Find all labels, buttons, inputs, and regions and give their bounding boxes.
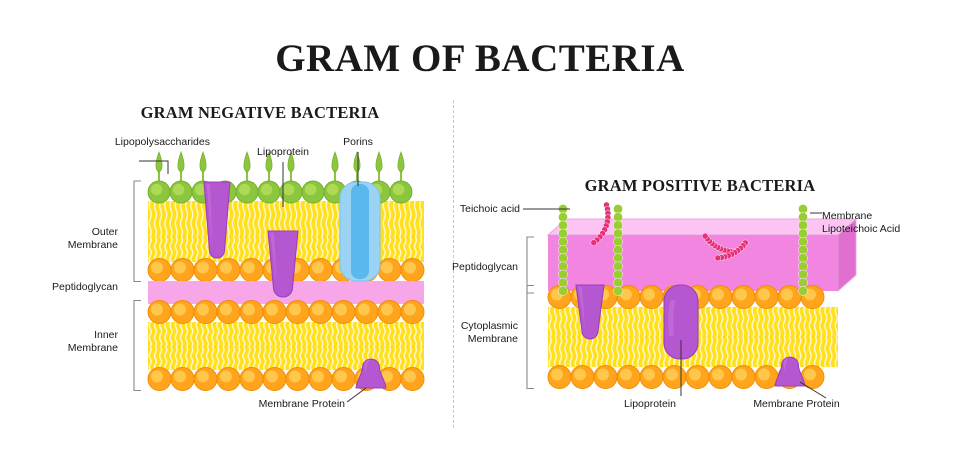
label-lipoprotein-neg: Lipoprotein xyxy=(257,146,309,158)
teichoic-acid-chain-0 xyxy=(590,201,612,246)
label-membrane-protein-neg: Membrane Protein xyxy=(258,398,345,410)
bracket-peptidoglycan-pos xyxy=(526,236,534,294)
bracket-inner-membrane xyxy=(133,299,141,392)
label-membrane-protein-pos: Membrane Protein xyxy=(753,398,840,410)
lps-spike-9 xyxy=(397,150,405,182)
label-outer-membrane: Outer Membrane xyxy=(67,226,118,251)
label-membrane-lipoteichoic-acid: Membrane Lipoteichoic Acid xyxy=(822,210,901,235)
porins xyxy=(339,181,381,282)
lipoprotein-highlight xyxy=(668,300,676,336)
inner-membrane-tails-upper xyxy=(148,321,424,348)
label-inner-membrane: Inner Membrane xyxy=(67,329,118,354)
bracket-outer-membrane xyxy=(133,180,141,283)
lps-spike-2 xyxy=(199,150,207,182)
lipoteichoic-acid-chain-2 xyxy=(798,204,808,296)
lps-spike-3 xyxy=(243,150,251,182)
gram-negative-title: GRAM NEGATIVE BACTERIA xyxy=(140,103,380,122)
lps-spike-5 xyxy=(287,150,295,182)
bracket-cytoplasmic-membrane xyxy=(526,284,534,390)
label-lipopolysaccharides: Lipopolysaccharides xyxy=(114,136,210,148)
lps-spike-6 xyxy=(331,150,339,182)
lps-spike-7 xyxy=(353,150,361,182)
inner-membrane-tails-lower xyxy=(148,346,424,371)
leader-lipopolysaccharides xyxy=(139,160,169,174)
leader-membrane-protein-neg xyxy=(346,387,367,403)
inner-membrane-head-row-top xyxy=(147,300,425,324)
label-porins: Porins xyxy=(343,136,373,148)
peptidoglycan-top-face xyxy=(546,218,858,236)
lipoteichoic-acid-chain-0 xyxy=(558,204,568,296)
page-title: GRAM OF BACTERIA xyxy=(275,37,685,80)
lipoprotein-funnel-neg-right xyxy=(267,230,299,298)
label-lipoprotein-pos: Lipoprotein xyxy=(624,398,676,410)
lps-spike-8 xyxy=(375,150,383,182)
membrane-funnel-protein-pos xyxy=(575,284,605,340)
lipoprotein-funnel-neg-left xyxy=(203,181,231,259)
lps-spike-4 xyxy=(265,150,273,182)
label-cytoplasmic-membrane: Cytoplasmic Membrane xyxy=(460,320,518,345)
leader-membrane-protein-pos xyxy=(799,381,827,399)
label-peptidoglycan-pos: Peptidoglycan xyxy=(452,261,518,273)
label-peptidoglycan-neg: Peptidoglycan xyxy=(52,281,118,293)
cytoplasmic-head-row-bottom xyxy=(547,365,825,389)
gram-positive-title: GRAM POSITIVE BACTERIA xyxy=(584,176,816,195)
panel-divider xyxy=(453,100,454,428)
teichoic-acid-chain-2 xyxy=(714,239,749,262)
lipoteichoic-acid-chain-1 xyxy=(613,204,623,296)
membrane-protein-pos xyxy=(774,356,806,387)
label-teichoic-acid: Teichoic acid xyxy=(459,203,520,215)
membrane-protein-neg xyxy=(355,358,387,389)
lps-spike-1 xyxy=(177,150,185,182)
